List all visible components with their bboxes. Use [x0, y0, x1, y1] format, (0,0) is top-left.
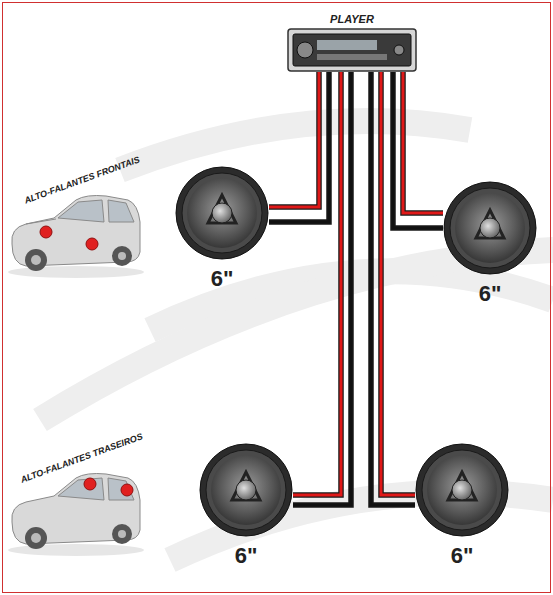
speaker-cable [293, 72, 351, 505]
black-wire [371, 72, 415, 505]
wire-outline [293, 72, 341, 495]
black-wire [269, 72, 329, 222]
wire-outline [403, 72, 443, 213]
black-wire [393, 72, 443, 228]
car-rear [8, 474, 144, 557]
wire-outline [381, 72, 415, 495]
player-drawing [287, 28, 417, 72]
speaker: 6" [443, 181, 537, 307]
black-wire [293, 72, 351, 505]
speaker-drawing [175, 166, 269, 260]
speaker-drawing [443, 181, 537, 275]
speaker-cable [371, 72, 415, 505]
car-front [8, 196, 144, 279]
size-label: 6" [199, 537, 293, 569]
red-wire [269, 72, 319, 207]
size-label: 6" [443, 275, 537, 307]
speaker: 6" [199, 443, 293, 569]
speaker-cable [393, 72, 443, 228]
speaker-drawing [199, 443, 293, 537]
size-label: 6" [415, 537, 509, 569]
wire-outline [269, 72, 319, 207]
red-wire [293, 72, 341, 495]
player-unit: PLAYER [287, 13, 417, 72]
size-label: 6" [175, 260, 269, 292]
speaker-drawing [415, 443, 509, 537]
speaker-cable [269, 72, 329, 222]
wire-outline [269, 72, 329, 222]
red-wire [403, 72, 443, 213]
frame [3, 3, 551, 593]
wire-outline [293, 72, 351, 505]
speaker: 6" [415, 443, 509, 569]
wire-outline [393, 72, 443, 228]
red-wire [381, 72, 415, 495]
speaker: 6" [175, 166, 269, 292]
wire-outline [371, 72, 415, 505]
device-label: PLAYER [287, 13, 417, 28]
